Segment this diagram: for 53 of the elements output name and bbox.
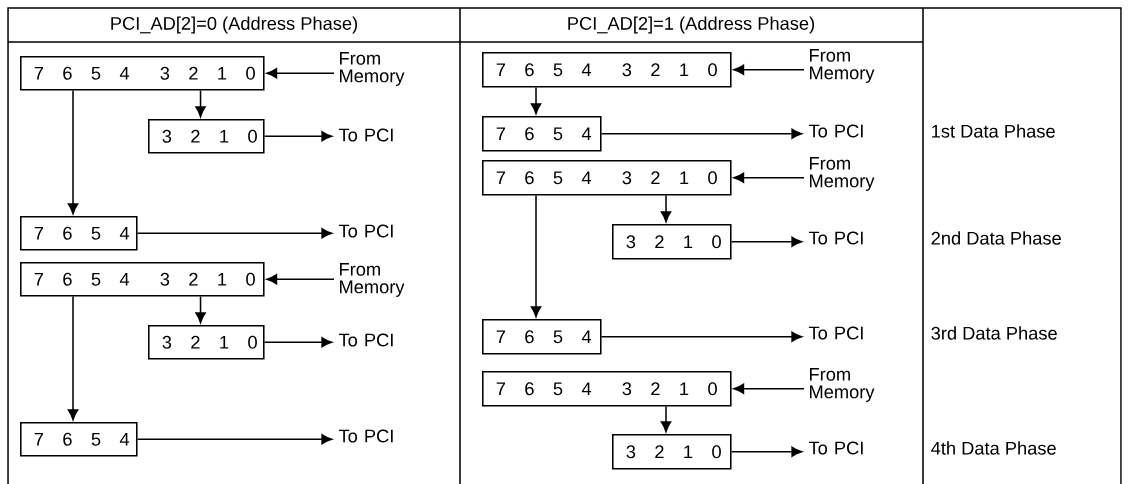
column-header: PCI_AD[2]=1 (Address Phase) [568, 16, 815, 34]
arrow [263, 337, 333, 348]
register-box: 7 6 5 4 3 2 1 0 [20, 262, 265, 297]
register-box: 3 2 1 0 [148, 325, 265, 360]
phase-label: 1st Data Phase [932, 124, 1055, 138]
register-box: 7 6 5 4 3 2 1 0 [20, 56, 265, 91]
signal-label: To PCI [808, 231, 863, 245]
signal-label: To PCI [338, 429, 393, 443]
arrow [530, 194, 542, 318]
phase-label: 2nd Data Phase [931, 231, 1061, 245]
signal-label: From Memory [810, 368, 875, 402]
register-box: 7 6 5 4 [20, 216, 138, 251]
register-box: 7 6 5 4 [482, 319, 602, 355]
arrow [660, 405, 672, 433]
arrow [263, 131, 333, 142]
arrow [733, 383, 805, 394]
column-header: PCI_AD[2]=0 (Address Phase) [111, 16, 358, 34]
phase-label: 4th Data Phase [931, 441, 1056, 455]
signal-label: To PCI [808, 124, 863, 138]
arrow [266, 68, 335, 79]
arrow [67, 89, 79, 215]
signal-label: From Memory [810, 157, 875, 191]
arrow [600, 128, 803, 139]
register-box: 3 2 1 0 [612, 434, 732, 470]
arrow [530, 86, 542, 115]
signal-label: To PCI [808, 326, 863, 340]
register-box: 3 2 1 0 [612, 224, 732, 260]
arrow [136, 228, 333, 239]
arrow [136, 434, 333, 445]
register-box: 7 6 5 4 3 2 1 0 [482, 160, 732, 196]
arrow [730, 446, 803, 457]
signal-label: To PCI [808, 441, 863, 455]
arrow [67, 295, 79, 421]
arrow [733, 172, 805, 183]
arrow [660, 194, 672, 223]
arrow [600, 331, 803, 342]
phase-label: 3rd Data Phase [931, 326, 1057, 340]
signal-label: From Memory [340, 263, 405, 297]
arrow [195, 295, 206, 324]
register-box: 7 6 5 4 3 2 1 0 [482, 371, 732, 407]
signal-label: To PCI [338, 333, 393, 347]
register-box: 7 6 5 4 3 2 1 0 [482, 52, 732, 88]
register-box: 7 6 5 4 [20, 422, 138, 457]
register-box: 7 6 5 4 [482, 116, 602, 152]
arrow [266, 274, 335, 285]
arrow [195, 89, 206, 118]
signal-label: From Memory [340, 52, 405, 86]
register-box: 3 2 1 0 [148, 119, 265, 154]
signal-label: To PCI [338, 128, 393, 142]
signal-label: From Memory [810, 49, 875, 83]
arrow [733, 64, 805, 75]
signal-label: To PCI [338, 224, 393, 238]
arrow [730, 236, 803, 247]
